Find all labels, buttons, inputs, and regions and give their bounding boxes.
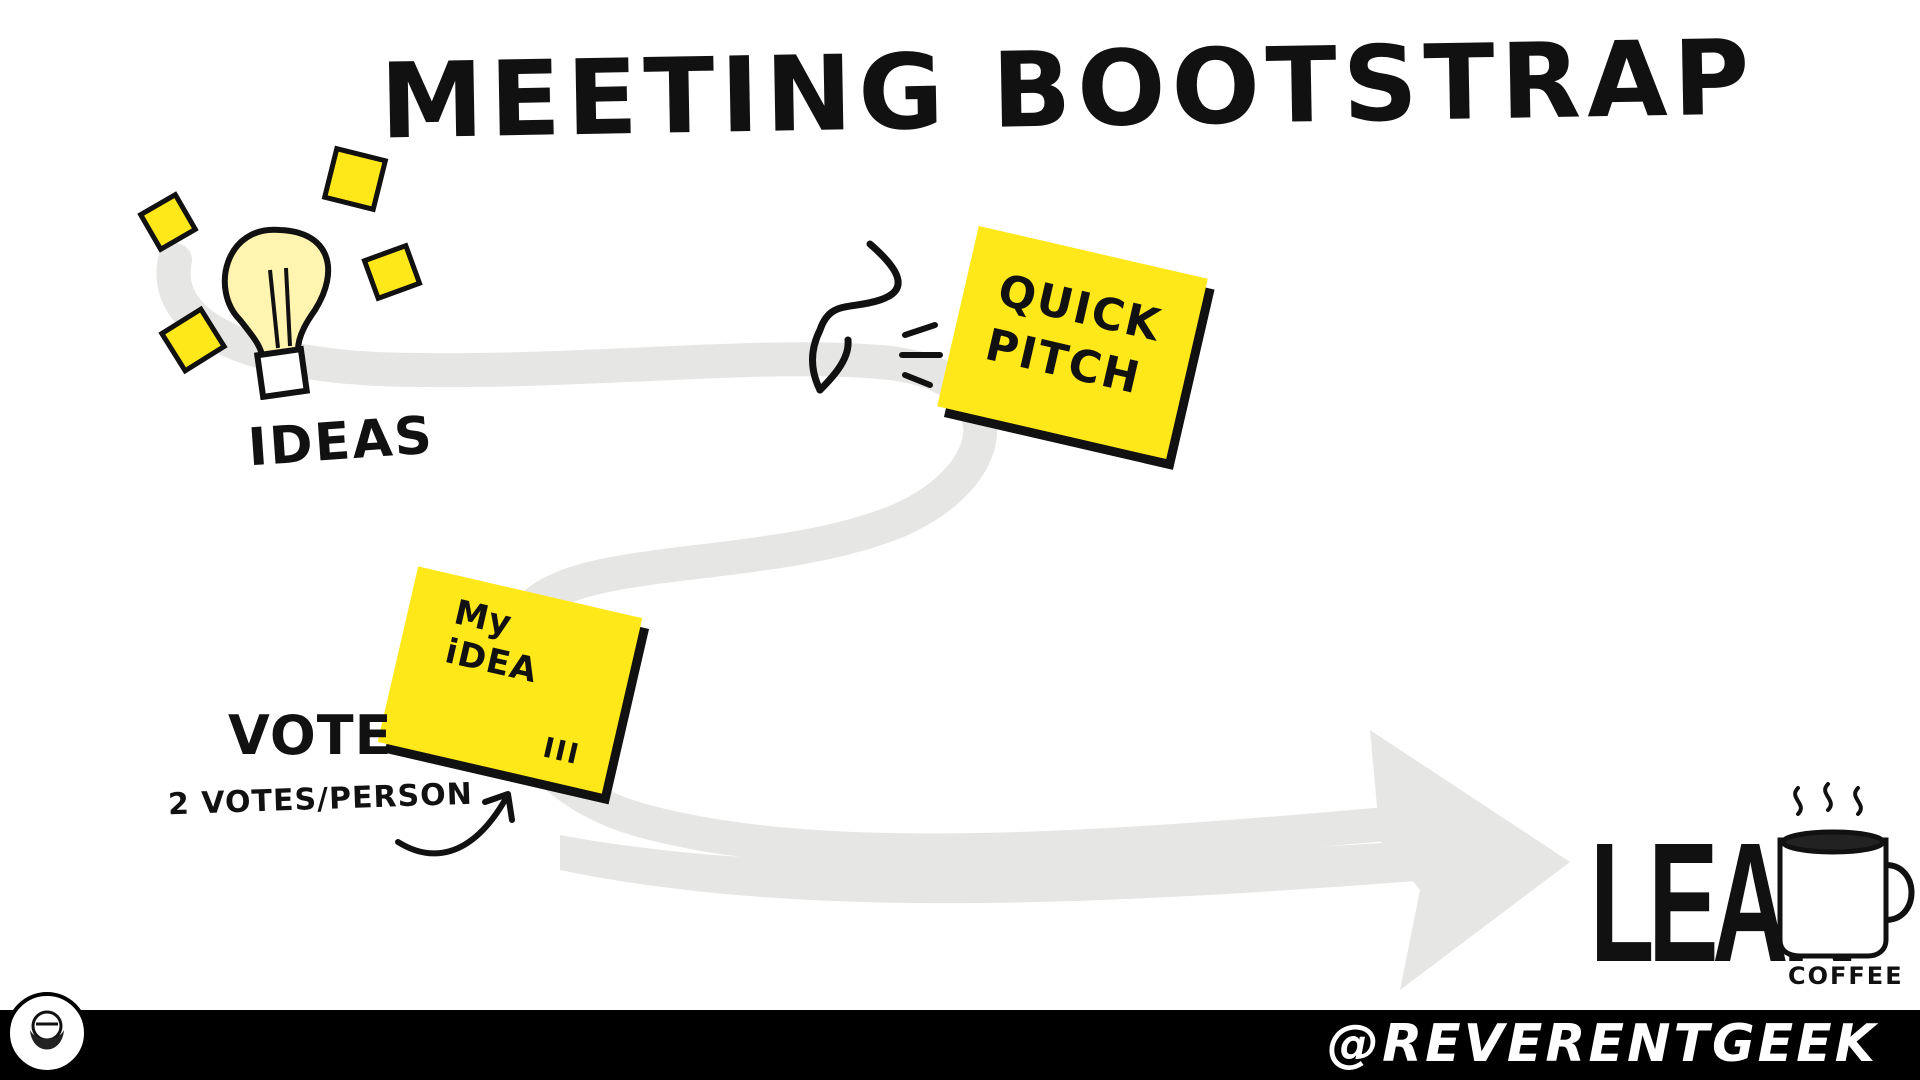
footer-bar: @REVERENTGEEK [0, 992, 1920, 1080]
quick-pitch-text: Quick Pitch [980, 264, 1167, 405]
page-title: MEETiNG BOOTSTRAP [379, 16, 1757, 163]
author-handle[interactable]: @REVERENTGEEK [1327, 1014, 1878, 1074]
coffee-mug-icon [1777, 782, 1915, 959]
megaphone-icon [809, 240, 943, 394]
arrow-icon [395, 791, 515, 857]
avatar-icon [6, 992, 88, 1074]
my-idea-text: My iDEA [441, 592, 542, 692]
vote-label: VOTE [228, 704, 393, 767]
logo-coffee: COFFEE [1788, 962, 1904, 990]
lightbulb-icon [137, 145, 423, 400]
vote-tally: III [539, 730, 584, 772]
